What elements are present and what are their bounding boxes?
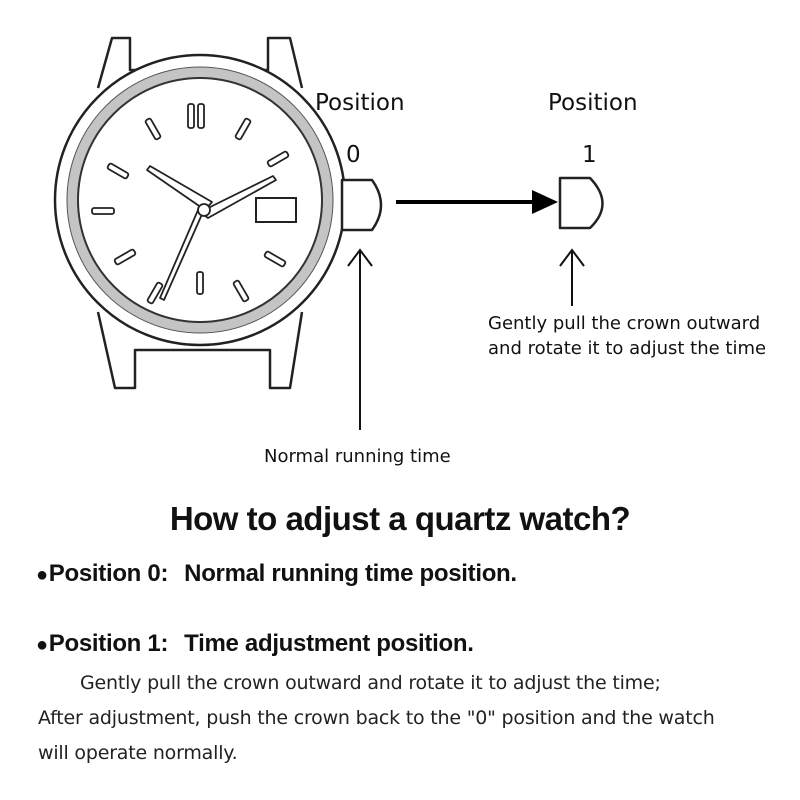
pull-caption-line1: Gently pull the crown outward	[488, 313, 760, 334]
hour-markers	[91, 103, 290, 305]
watch-hands	[146, 165, 277, 301]
position-0-label: Position	[315, 90, 405, 116]
crown-position-1	[558, 176, 604, 230]
position-1-line: ●Position 1: Time adjustment position.	[36, 630, 474, 658]
crown-position-0	[340, 178, 383, 232]
instruction-line-3: will operate normally.	[38, 742, 238, 764]
bullet-icon: ●	[36, 564, 48, 586]
position-0-line: ●Position 0: Normal running time position…	[36, 560, 517, 588]
watch-crown-diagram: Position 0 Position 1 Gently pull the cr…	[53, 36, 766, 467]
bullet-icon: ●	[36, 634, 48, 656]
page-title: How to adjust a quartz watch?	[169, 500, 631, 537]
instruction-line-1: Gently pull the crown outward and rotate…	[80, 672, 661, 694]
position-1-name: Position 1:	[48, 630, 169, 657]
position-1-number: 1	[582, 142, 597, 168]
instruction-line-2: After adjustment, push the crown back to…	[38, 707, 715, 729]
position-0-number: 0	[346, 142, 361, 168]
hour-hand	[146, 165, 213, 211]
position-0-name: Position 0:	[48, 560, 169, 587]
center-cap	[197, 203, 211, 217]
position-1-label: Position	[548, 90, 638, 116]
pull-caption-line2: and rotate it to adjust the time	[488, 338, 766, 359]
pull-arrow	[396, 190, 558, 214]
normal-running-caption: Normal running time	[264, 446, 451, 467]
pointer-arrows	[347, 248, 585, 430]
date-window	[255, 197, 297, 223]
position-1-desc: Time adjustment position.	[184, 630, 474, 657]
position-0-desc: Normal running time position.	[184, 560, 517, 587]
